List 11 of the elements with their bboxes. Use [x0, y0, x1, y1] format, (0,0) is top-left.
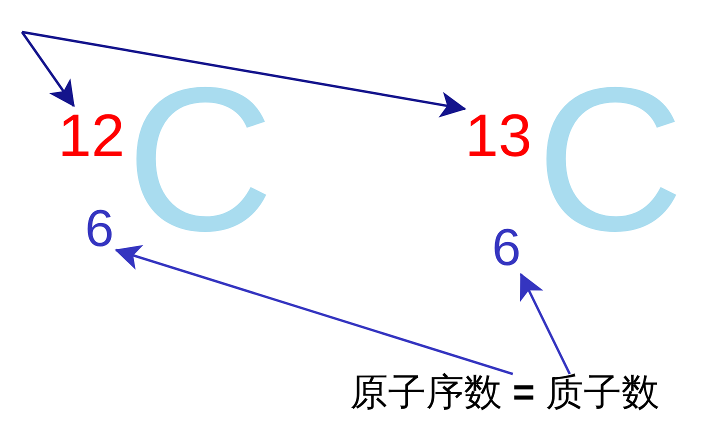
- mass-number: 13: [465, 106, 532, 166]
- arrow: [114, 244, 514, 376]
- element-symbol: C: [126, 57, 274, 262]
- element-symbol: C: [536, 57, 684, 262]
- mass-number: 12: [58, 106, 125, 166]
- arrow: [20, 31, 75, 108]
- atomic-number: 6: [492, 222, 521, 274]
- arrow: [520, 272, 571, 375]
- note-text: 原子序数 = 质子数: [350, 374, 660, 412]
- atomic-number: 6: [85, 203, 114, 255]
- arrow: [22, 30, 466, 118]
